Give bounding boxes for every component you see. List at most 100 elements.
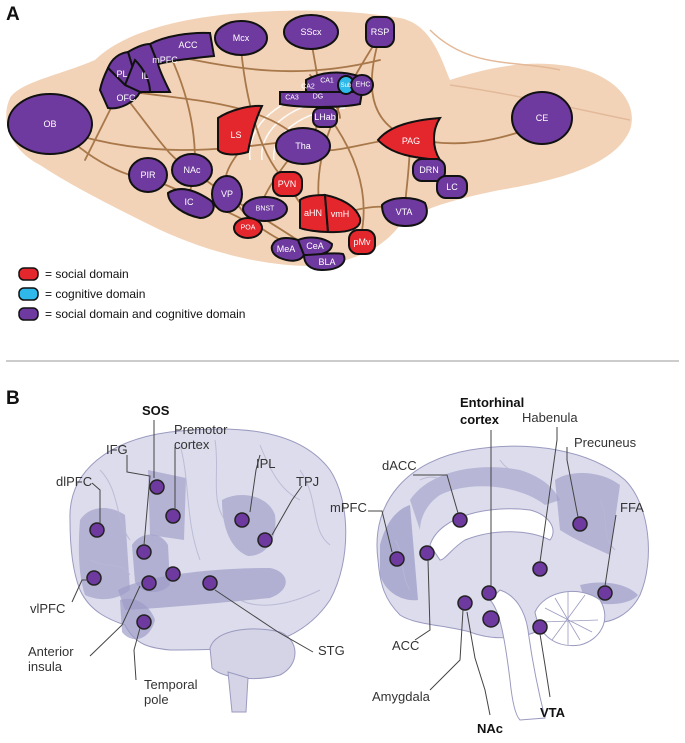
dot-ent: [481, 585, 497, 601]
region-lc: [436, 175, 468, 199]
label-tha: Tha: [295, 141, 311, 151]
dot-premotor: [165, 508, 181, 524]
region-bnst: [242, 196, 288, 222]
label-sub: Sub: [341, 83, 352, 89]
mouse-region-labels: OB ACC mPFC PL IL OFC Mcx SScx RSP CA1 C…: [43, 27, 548, 267]
label-ofc: OFC: [117, 93, 136, 103]
label-ic: IC: [185, 197, 195, 207]
dot-dacc: [452, 512, 468, 528]
region-mcx: [214, 20, 268, 56]
label-habenula: Habenula: [522, 410, 578, 425]
region-sscx: [283, 14, 339, 50]
label-ent-2: cortex: [460, 412, 500, 427]
region-ce: [511, 91, 573, 145]
lateral-brain: [69, 428, 347, 713]
dot-ifg2: [165, 566, 181, 582]
label-tp-2: pole: [144, 692, 169, 707]
label-mpfc: mPFC: [330, 500, 367, 515]
region-pmv: [348, 229, 376, 255]
region-tha: [275, 127, 331, 165]
legend-both-text: = social domain and cognitive domain: [45, 307, 245, 321]
mouse-regions: [7, 14, 573, 272]
label-lc: LC: [446, 182, 458, 192]
label-ca1: CA1: [320, 78, 334, 85]
label-bnst: BNST: [256, 206, 275, 213]
label-premotor-2: cortex: [174, 437, 210, 452]
medial-highlight-precuneus: [555, 473, 620, 555]
label-pir: PIR: [140, 170, 156, 180]
label-tpj: TPJ: [296, 474, 319, 489]
label-pvn: PVN: [278, 179, 297, 189]
label-mpfc: mPFC: [152, 55, 178, 65]
region-vta: [380, 197, 428, 228]
region-vmh: [323, 193, 362, 234]
region-ob: [7, 93, 93, 155]
label-vp: VP: [221, 189, 233, 199]
region-dots: [86, 479, 613, 635]
legend-social-text: = social domain: [45, 267, 129, 281]
label-pl: PL: [116, 69, 127, 79]
label-ahn: aHN: [304, 208, 322, 218]
dot-tp: [136, 614, 152, 630]
label-acc: ACC: [392, 638, 419, 653]
medial-highlight-cingulate: [410, 467, 560, 530]
region-il: [123, 58, 152, 93]
panel-a-letter: A: [6, 4, 20, 25]
dot-ifg: [136, 544, 152, 560]
label-pag: PAG: [402, 136, 420, 146]
dot-vta: [532, 619, 548, 635]
region-acc: [148, 31, 216, 66]
dot-habenula: [532, 561, 548, 577]
label-dg: DG: [313, 94, 324, 101]
label-amygdala: Amygdala: [372, 689, 431, 704]
dot-sos: [149, 479, 165, 495]
lateral-brainstem: [227, 671, 249, 713]
dot-ffa: [597, 585, 613, 601]
label-drn: DRN: [419, 165, 439, 175]
label-ent-1: Entorhinal: [460, 395, 524, 410]
label-vlpfc: vlPFC: [30, 601, 65, 616]
medial-brain: [376, 445, 649, 721]
legend: = social domain = cognitive domain = soc…: [18, 267, 245, 321]
dot-acc: [419, 545, 435, 561]
label-bla: BLA: [318, 257, 335, 267]
region-mea: [270, 237, 306, 262]
label-ffa: FFA: [620, 500, 644, 515]
legend-swatch-both: [18, 307, 39, 321]
legend-cognitive-text: = cognitive domain: [45, 287, 145, 301]
label-ai-1: Anterior: [28, 644, 74, 659]
label-lhab: LHab: [314, 112, 336, 122]
label-ehc: EHC: [356, 82, 371, 89]
lateral-labels: SOS Premotor cortex IFG IPL TPJ dlPFC vl…: [28, 403, 345, 707]
medial-labels: Entorhinal cortex Habenula Precuneus dAC…: [330, 395, 644, 736]
label-dlpfc: dlPFC: [56, 474, 92, 489]
region-poa: [233, 217, 263, 239]
label-ce: CE: [536, 113, 549, 123]
dot-vlpfc: [86, 570, 102, 586]
dot-stg: [202, 575, 218, 591]
label-ls: LS: [230, 130, 241, 140]
label-tp-1: Temporal: [144, 677, 198, 692]
medial-cerebellum: [534, 590, 606, 647]
lateral-cerebellum: [209, 628, 296, 680]
label-vta-human: VTA: [540, 705, 566, 720]
label-precuneus: Precuneus: [574, 435, 637, 450]
label-nac-human: NAc: [477, 721, 503, 736]
region-vp: [211, 175, 243, 213]
dot-nac: [482, 610, 500, 628]
region-ic: [166, 188, 215, 220]
label-vta: VTA: [396, 207, 413, 217]
label-il: IL: [141, 71, 149, 81]
region-pag: [376, 116, 442, 162]
label-sos: SOS: [142, 403, 170, 418]
label-ipl: IPL: [256, 456, 276, 471]
dot-ai: [141, 575, 157, 591]
leader-lines: [71, 420, 617, 716]
label-sscx: SScx: [300, 27, 322, 37]
label-stg: STG: [318, 643, 345, 658]
region-drn: [412, 158, 446, 182]
region-hippo-bottom: [279, 91, 364, 108]
lateral-highlight-pfc: [78, 508, 130, 600]
region-rsp: [365, 16, 395, 48]
